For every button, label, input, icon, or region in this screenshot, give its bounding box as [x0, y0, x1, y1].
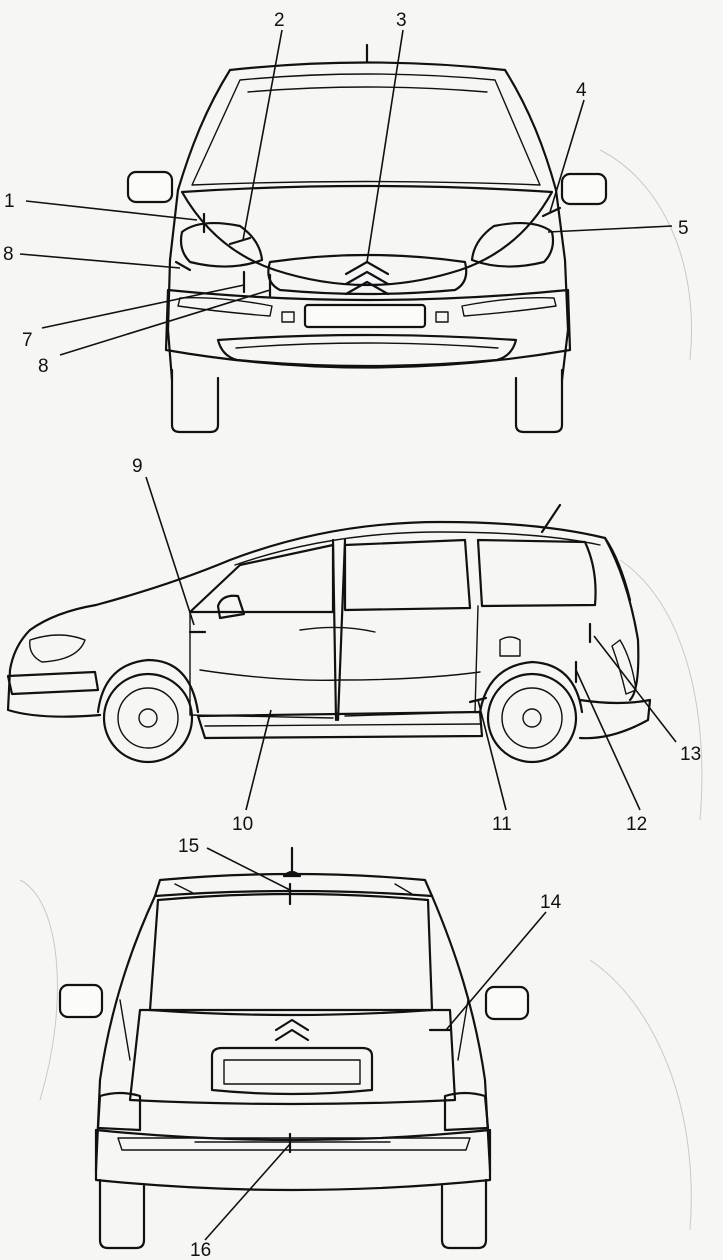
- side-front-bumper: [6, 670, 100, 696]
- rear-wheel: [486, 672, 578, 764]
- front-left-tire: [170, 368, 220, 434]
- front-lower-intake: [216, 333, 518, 368]
- rear-left-taillight: [96, 1091, 142, 1132]
- rear-light: [611, 639, 637, 695]
- callout-1: 1: [4, 191, 15, 212]
- front-left-foglight: [281, 311, 295, 323]
- front-wheel-arch: [96, 658, 200, 714]
- front-door-outline: [189, 611, 334, 719]
- callout-15: 15: [178, 836, 199, 857]
- front-right-foglight: [435, 311, 449, 323]
- callout-2: 2: [274, 10, 285, 31]
- side-headlight: [29, 634, 86, 663]
- callout-13: 13: [680, 744, 701, 765]
- front-left-indicator: [177, 296, 273, 317]
- front-right-tire: [514, 368, 564, 434]
- side-view: [6, 503, 652, 764]
- callout-8-lower: 8: [38, 356, 49, 377]
- rear-license-plate: [223, 1059, 361, 1085]
- sliding-door-outline: [344, 605, 479, 717]
- rear-left-mirror: [58, 983, 104, 1019]
- leader-lines: [19, 29, 677, 1241]
- rear-quarter-window: [476, 538, 597, 608]
- front-right-headlight: [470, 221, 555, 268]
- hood: [180, 184, 554, 287]
- front-door-window: [188, 543, 335, 614]
- callout-12: 12: [626, 814, 647, 835]
- rear-window: [148, 892, 434, 1017]
- windshield: [191, 73, 541, 186]
- front-wheel: [102, 672, 194, 764]
- door-handle: [299, 626, 376, 633]
- front-license-plate: [303, 303, 427, 329]
- rear-right-tire: [440, 1178, 488, 1250]
- side-rear-bumper: [578, 698, 652, 740]
- callout-11: 11: [492, 814, 512, 835]
- rear-left-tire: [98, 1178, 146, 1250]
- front-view: [126, 43, 608, 434]
- front-left-headlight: [179, 221, 264, 268]
- side-sill: [196, 710, 484, 740]
- front-right-pillar: [503, 68, 558, 192]
- callout-7: 7: [22, 330, 33, 351]
- front-chevron-logo: [344, 260, 390, 296]
- callout-5: 5: [678, 218, 689, 239]
- fuel-filler: [499, 636, 521, 657]
- callout-labels: 1 2 3 4 5 8 7 8 9 10 11 12 13 14 15 16: [3, 10, 701, 1260]
- background-texture: [19, 149, 703, 1231]
- callout-14: 14: [540, 892, 562, 913]
- rear-wheel-arch: [478, 660, 584, 714]
- side-mirror: [216, 594, 246, 620]
- side-roof: [94, 520, 632, 607]
- front-left-pillar: [176, 68, 232, 192]
- callout-4: 4: [576, 80, 587, 101]
- callout-3: 3: [396, 10, 407, 31]
- callout-9: 9: [132, 456, 143, 477]
- front-right-mirror: [560, 172, 608, 206]
- callout-8-upper: 8: [3, 244, 14, 265]
- callout-16: 16: [190, 1240, 211, 1260]
- rear-right-mirror: [484, 985, 530, 1021]
- rear-roof-spoiler: [153, 872, 434, 898]
- rear-chevron-logo: [274, 1018, 310, 1042]
- tailgate: [128, 1008, 457, 1106]
- front-right-indicator: [461, 296, 557, 317]
- rear-view: [58, 846, 530, 1250]
- rear-bumper: [94, 1128, 492, 1192]
- front-left-mirror: [126, 170, 174, 204]
- rear-right-taillight: [443, 1091, 490, 1132]
- front-grille: [267, 253, 468, 296]
- front-roof: [228, 61, 507, 72]
- b-pillar: [331, 538, 338, 722]
- rear-plate-recess: [210, 1046, 374, 1096]
- rear-antenna: [282, 846, 302, 878]
- side-hood: [6, 603, 102, 718]
- callout-10: 10: [232, 814, 253, 835]
- sliding-door-window: [343, 538, 472, 612]
